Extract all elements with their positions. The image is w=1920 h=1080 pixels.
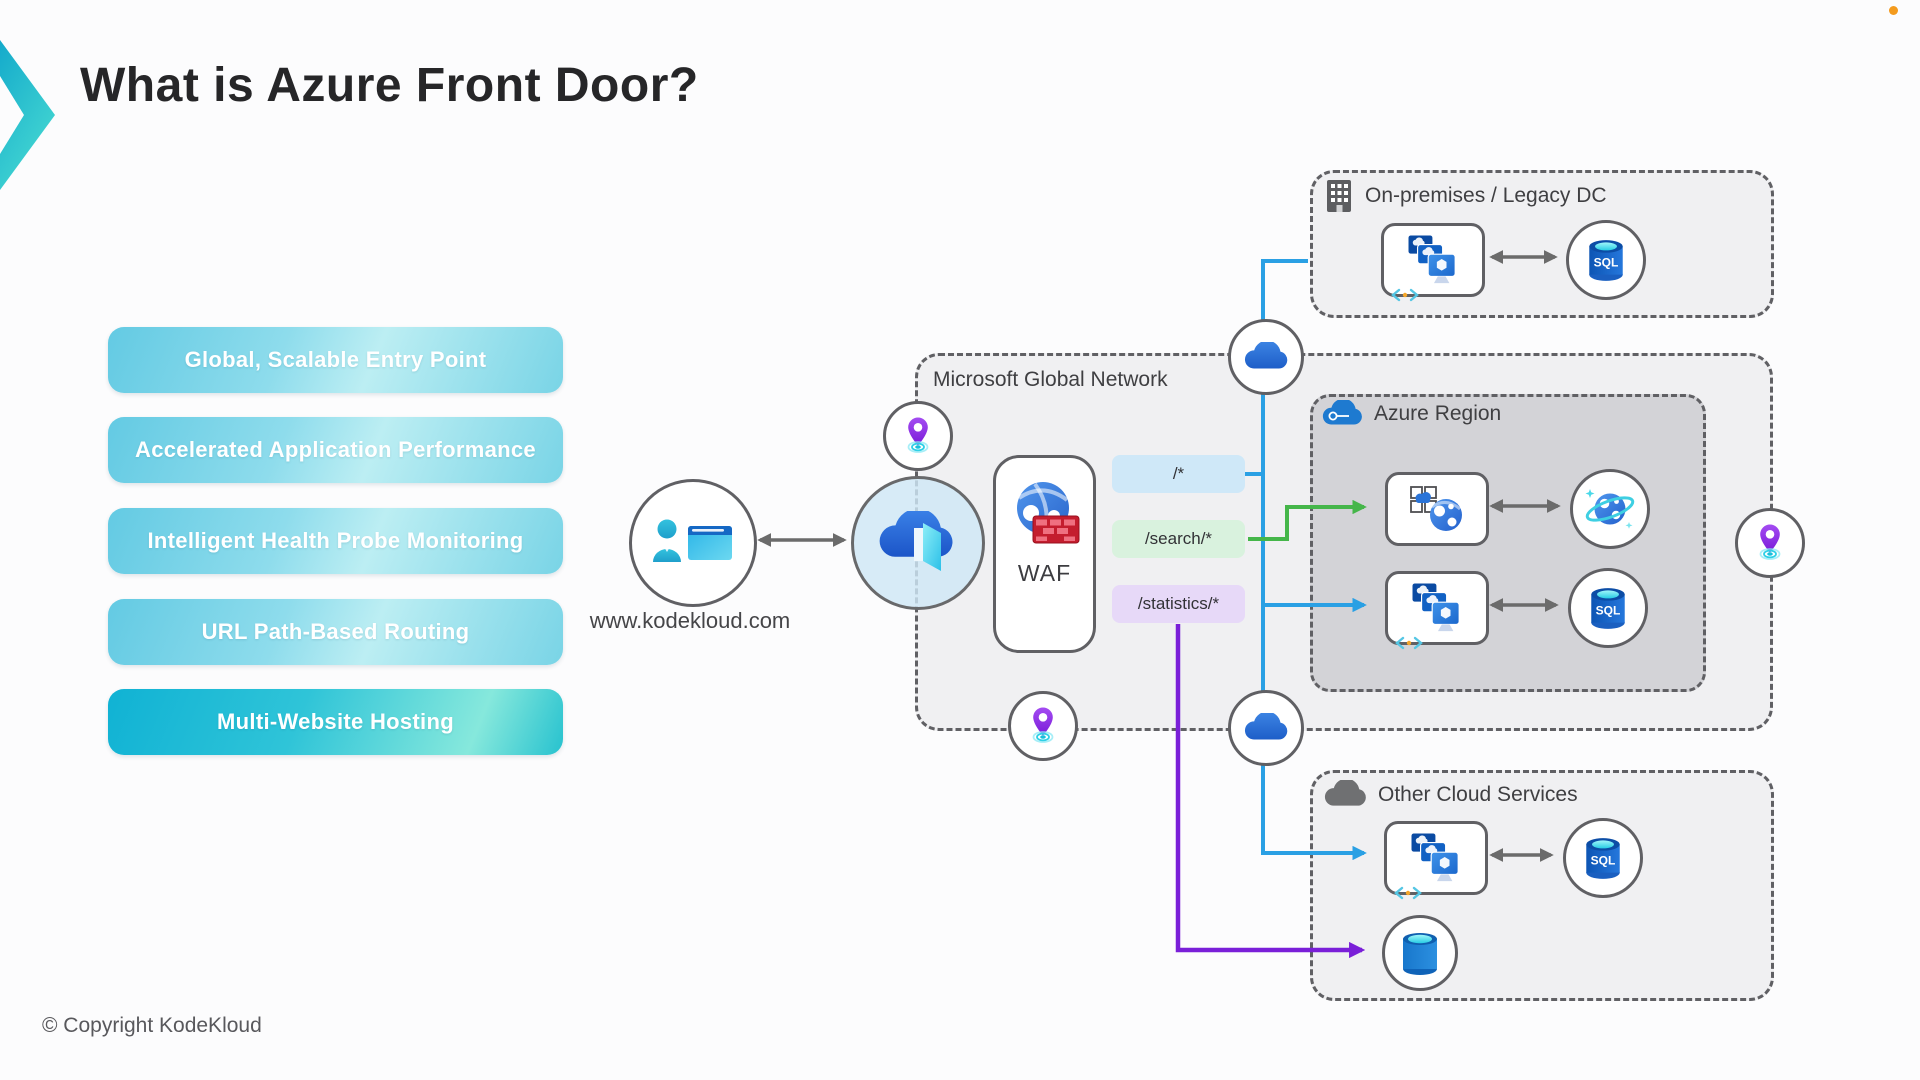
- zone-azure-region: [1310, 394, 1706, 692]
- azure-cloud-icon: [1322, 400, 1362, 425]
- app-service-icon: [1410, 486, 1462, 531]
- othercloud-app-servers-node: [1384, 821, 1488, 900]
- page-title: What is Azure Front Door?: [80, 59, 699, 112]
- code-brackets-icon: [1394, 886, 1422, 900]
- location-pin-icon: [1032, 706, 1054, 743]
- feature-accelerated-performance: Accelerated Application Performance: [108, 417, 563, 483]
- storage-node: [1382, 915, 1458, 991]
- edge-cloud-node-top: [1228, 319, 1304, 395]
- azure-front-door-node: [851, 476, 985, 610]
- route-chip-statistics: /statistics/*: [1112, 585, 1245, 623]
- feature-url-routing: URL Path-Based Routing: [108, 599, 563, 665]
- feature-global-entry: Global, Scalable Entry Point: [108, 327, 563, 393]
- othercloud-sql-node: SQL: [1563, 818, 1643, 898]
- storage-cylinder-icon: [1403, 933, 1437, 975]
- other-cloud-label: Other Cloud Services: [1378, 782, 1578, 806]
- building-icon: [1327, 180, 1351, 212]
- onprem-sql-node: SQL: [1566, 220, 1646, 300]
- gray-cloud-icon: [1324, 780, 1366, 806]
- azure-region-label: Azure Region: [1374, 402, 1502, 425]
- onprem-label: On-premises / Legacy DC: [1365, 184, 1607, 207]
- azure-cosmos-db-node: [1570, 469, 1650, 549]
- feature-health-probe: Intelligent Health Probe Monitoring: [108, 508, 563, 574]
- onprem-header: On-premises / Legacy DC: [1326, 178, 1607, 214]
- sql-text: SQL: [1591, 853, 1616, 867]
- waf-firewall-icon: [1016, 482, 1079, 544]
- user-browser-icon: [653, 519, 732, 562]
- waf-label: WAF: [1017, 560, 1072, 586]
- code-brackets-icon: [1395, 636, 1423, 650]
- waf-node: WAF: [993, 455, 1096, 653]
- sql-database-icon: SQL: [1586, 838, 1620, 879]
- sql-database-icon: SQL: [1591, 588, 1625, 629]
- corner-dot: [1889, 6, 1898, 15]
- pop-pin-node-bottom: [1008, 691, 1078, 761]
- front-door-icon: [879, 511, 953, 571]
- edge-cloud-node-bottom: [1228, 690, 1304, 766]
- sql-database-icon: SQL: [1589, 240, 1623, 281]
- copyright-text: © Copyright KodeKloud: [42, 1014, 262, 1037]
- cloud-icon: [1244, 342, 1288, 369]
- azure-sql-node: SQL: [1568, 568, 1648, 648]
- feature-multi-website-hosting: Multi-Website Hosting: [108, 689, 563, 755]
- sql-text: SQL: [1594, 255, 1619, 269]
- brand-chevron-logo: [0, 40, 55, 190]
- client-user-node: [629, 479, 757, 607]
- pop-pin-node-right: [1735, 508, 1805, 578]
- location-pin-icon: [907, 416, 929, 453]
- app-servers-icon: [1410, 832, 1459, 882]
- onprem-app-servers-node: [1381, 223, 1485, 302]
- app-servers-icon: [1407, 234, 1456, 284]
- app-servers-icon: [1411, 582, 1460, 632]
- microsoft-global-network-label: Microsoft Global Network: [933, 368, 1168, 391]
- route-chip-all: /*: [1112, 455, 1245, 493]
- pop-pin-node-left: [883, 401, 953, 471]
- azure-app-servers-node: [1385, 571, 1489, 650]
- sql-text: SQL: [1596, 603, 1621, 617]
- cosmos-db-icon: [1585, 489, 1635, 529]
- azure-region-header: Azure Region: [1322, 400, 1501, 428]
- route-chip-search: /search/*: [1112, 520, 1245, 558]
- client-url: www.kodekloud.com: [589, 608, 791, 633]
- location-pin-icon: [1759, 523, 1781, 560]
- other-cloud-header: Other Cloud Services: [1324, 780, 1578, 809]
- cloud-icon: [1244, 713, 1288, 740]
- code-brackets-icon: [1391, 288, 1419, 302]
- azure-app-service-node: [1385, 472, 1489, 546]
